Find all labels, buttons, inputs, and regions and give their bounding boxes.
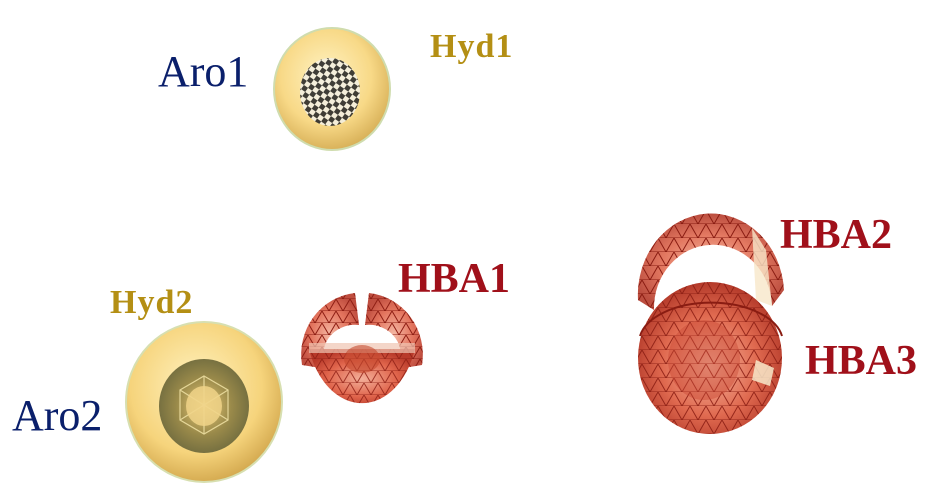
hba2-hba3-cage xyxy=(634,210,794,440)
hba1-cage xyxy=(287,287,437,435)
hyd1-label: Hyd1 xyxy=(430,30,513,64)
aro2-label: Aro2 xyxy=(12,394,102,438)
aro2-hyd2-sphere xyxy=(124,320,284,484)
aro1-label: Aro1 xyxy=(158,50,248,94)
aro1-hyd1-sphere xyxy=(272,26,392,152)
hba2-label: HBA2 xyxy=(780,214,892,256)
hyd2-label: Hyd2 xyxy=(110,286,193,320)
hba3-label: HBA3 xyxy=(805,340,917,382)
aro1-ring xyxy=(300,58,360,126)
